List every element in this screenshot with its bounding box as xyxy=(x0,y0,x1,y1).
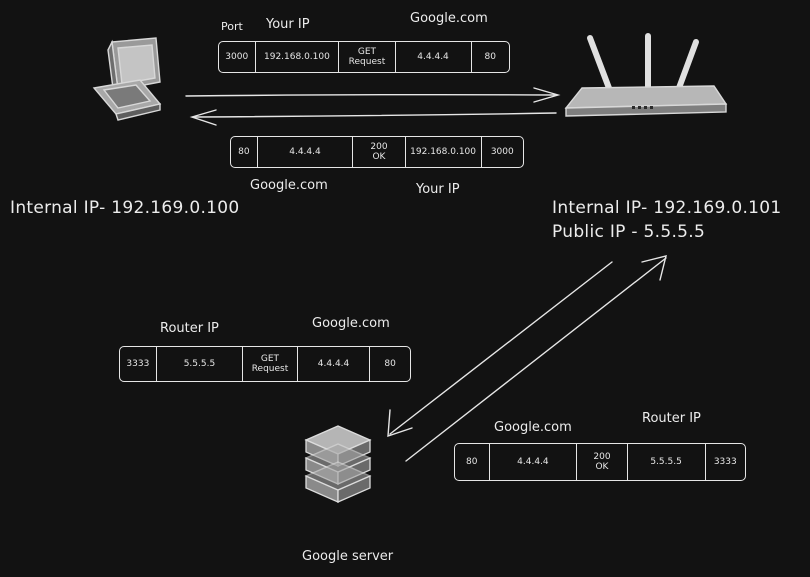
arrow-pc-to-router xyxy=(185,87,561,103)
server-icon xyxy=(304,425,372,503)
server-label: Google server xyxy=(302,549,394,564)
arrow-server-to-router xyxy=(405,255,667,462)
packet-cell: 3333 xyxy=(713,457,737,467)
router-public-ip: Public IP - 5.5.5.5 xyxy=(552,222,706,242)
packet-request-lan: 3000 192.168.0.100 GET Request 4.4.4.4 8… xyxy=(218,41,510,73)
packet-response-wan: 80 4.4.4.4 200 OK 5.5.5.5 3333 xyxy=(454,443,746,481)
packet-cell: 80 xyxy=(484,52,496,62)
packet-cell: 80 xyxy=(455,444,490,480)
packet-cell: 4.4.4.4 xyxy=(258,137,354,167)
arrow-router-to-pc xyxy=(189,109,557,126)
packet-cell: 3333 xyxy=(120,347,157,381)
router-icon xyxy=(564,33,728,117)
packet-cell: 192.168.0.100 xyxy=(256,42,340,72)
google-label: Google.com xyxy=(312,316,390,331)
router-internal-ip: Internal IP- 192.169.0.101 xyxy=(552,198,782,218)
packet-cell: GET Request xyxy=(243,347,298,381)
packet-cell: 80 xyxy=(384,359,396,369)
router-ip-label: Router IP xyxy=(642,411,701,426)
packet-cell: 5.5.5.5 xyxy=(628,444,706,480)
pc-internal-ip: Internal IP- 192.169.0.100 xyxy=(10,198,240,218)
packet-cell: 3000 xyxy=(219,42,256,72)
packet-cell: 4.4.4.4 xyxy=(396,42,472,72)
packet-cell: 200 OK xyxy=(353,137,406,167)
packet-cell: 5.5.5.5 xyxy=(157,347,244,381)
google-label: Google.com xyxy=(410,11,488,26)
your-ip-label: Your IP xyxy=(266,17,310,32)
packet-cell: 200 OK xyxy=(577,444,628,480)
packet-cell: GET Request xyxy=(339,42,396,72)
packet-response-lan: 80 4.4.4.4 200 OK 192.168.0.100 3000 xyxy=(230,136,524,168)
arrow-router-to-server xyxy=(387,261,613,437)
packet-request-wan: 3333 5.5.5.5 GET Request 4.4.4.4 80 xyxy=(119,346,411,382)
router-ip-label: Router IP xyxy=(160,321,219,336)
port-label: Port xyxy=(221,20,243,33)
google-label: Google.com xyxy=(250,178,328,193)
packet-cell: 4.4.4.4 xyxy=(298,347,371,381)
google-label: Google.com xyxy=(494,420,572,435)
packet-cell: 80 xyxy=(231,137,258,167)
packet-cell: 3000 xyxy=(490,147,514,157)
packet-cell: 192.168.0.100 xyxy=(406,137,482,167)
packet-cell: 4.4.4.4 xyxy=(490,444,578,480)
computer-icon xyxy=(92,37,162,121)
your-ip-label: Your IP xyxy=(416,182,460,197)
